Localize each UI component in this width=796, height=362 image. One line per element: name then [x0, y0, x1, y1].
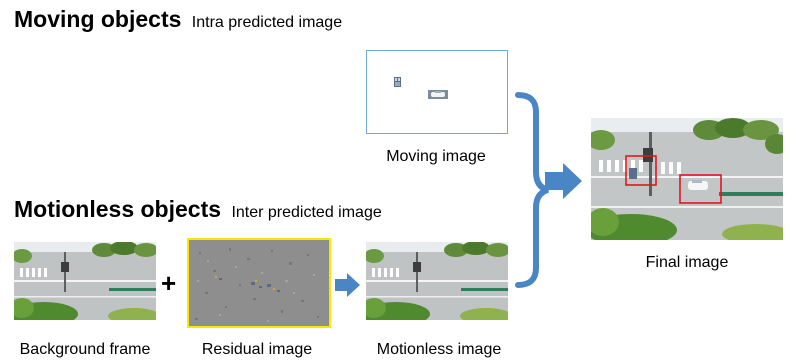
moving-image-panel: [366, 50, 508, 134]
moving-image-caption: Moving image: [386, 148, 486, 165]
moving-objects-title: Moving objects: [14, 6, 182, 32]
residual-image: [187, 238, 331, 328]
background-frame-scene: [14, 242, 156, 320]
motionless-objects-heading: Motionless objects Inter predicted image: [14, 196, 382, 223]
detection-box-left: [625, 155, 657, 186]
residual-noise-pattern: [189, 240, 329, 326]
final-image-caption: Final image: [645, 254, 729, 271]
moving-objects-heading: Moving objects Intra predicted image: [14, 6, 342, 33]
final-image: [591, 118, 783, 240]
detection-box-right: [679, 174, 722, 204]
plus-sign: +: [161, 268, 177, 298]
background-frame-image: [14, 242, 156, 320]
residual-image-caption: Residual image: [201, 341, 313, 358]
final-scene: [591, 118, 783, 240]
small-right-arrow-icon: [335, 273, 360, 297]
large-right-arrow-icon: [545, 163, 582, 199]
motionless-image-caption: Motionless image: [376, 341, 502, 358]
background-frame-caption: Background frame: [19, 341, 151, 358]
motionless-objects-subtitle: Inter predicted image: [231, 204, 382, 221]
motionless-image: [366, 242, 508, 320]
moving-objects-thumbnail: [394, 77, 448, 99]
motionless-objects-title: Motionless objects: [14, 196, 222, 222]
moving-objects-subtitle: Intra predicted image: [191, 14, 343, 31]
motionless-scene: [366, 242, 508, 320]
